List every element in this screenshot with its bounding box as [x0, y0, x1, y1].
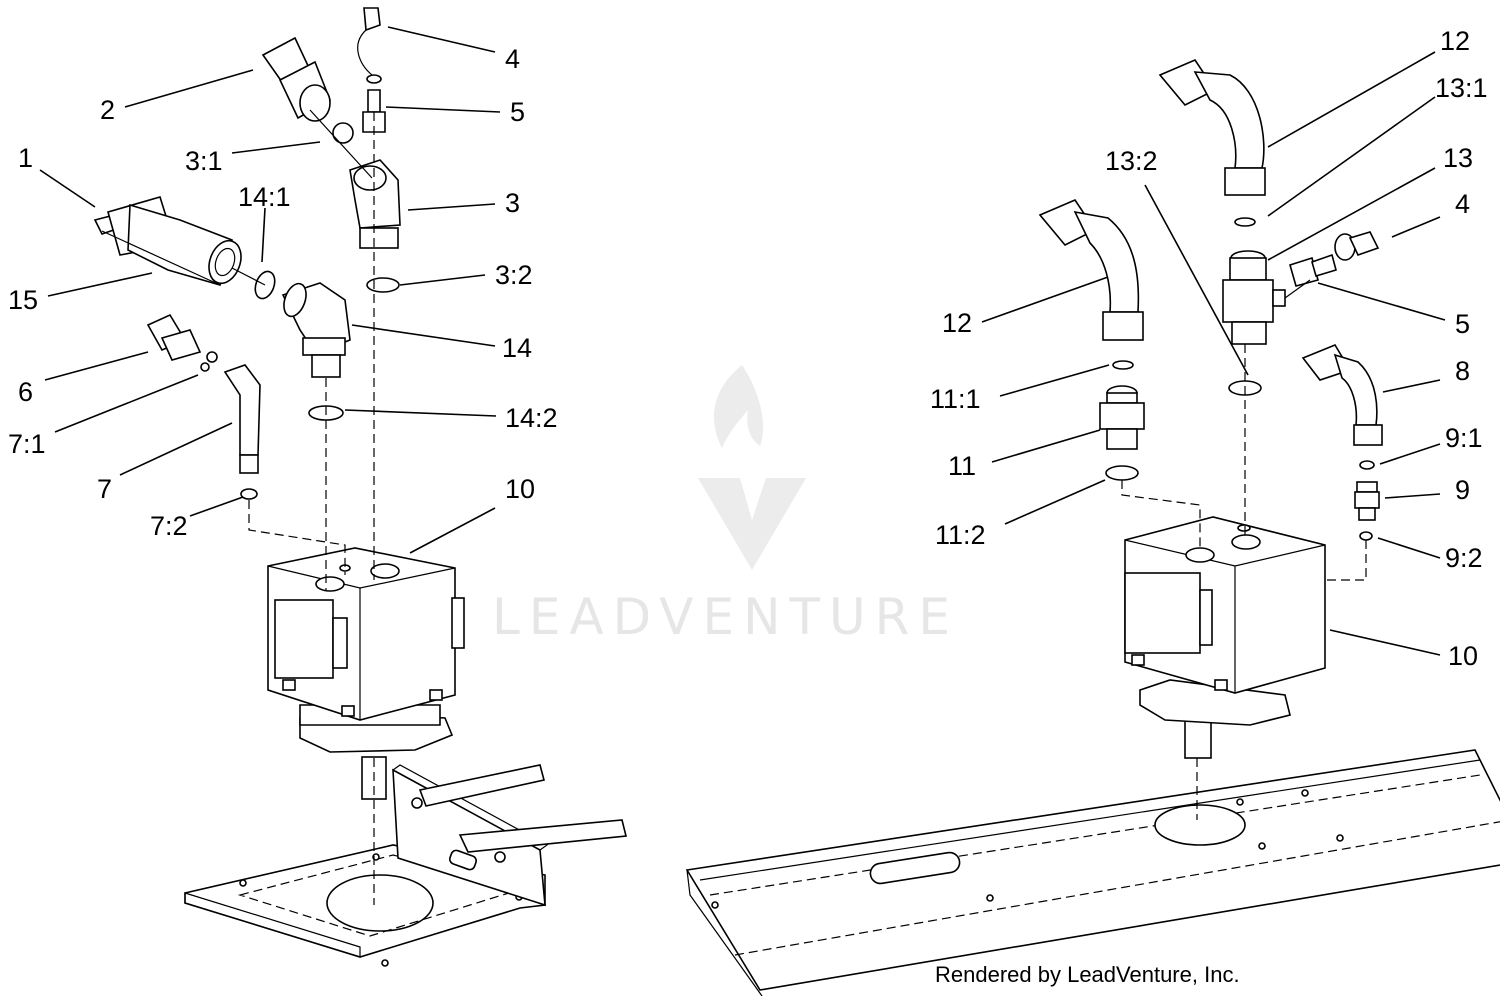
callout-3: 3 — [505, 188, 520, 218]
right-pump-shaft — [1184, 717, 1212, 759]
callout-10-left: 10 — [505, 474, 535, 504]
right-plate-slot — [869, 851, 961, 885]
callout-13-1: 13:1 — [1435, 73, 1488, 103]
watermark-logo — [698, 365, 806, 570]
left-pump — [267, 547, 465, 753]
callout-1: 1 — [18, 143, 33, 173]
left-test-port-5 — [367, 89, 381, 113]
left-assembly — [93, 7, 628, 967]
callout-14-2: 14:2 — [505, 403, 558, 433]
callout-5-left: 5 — [510, 97, 525, 127]
right-tee-13 — [1222, 250, 1286, 345]
left-switch-fitting-1-15 — [93, 196, 242, 286]
callout-6: 6 — [18, 377, 33, 407]
left-elbow-3 — [349, 159, 401, 249]
callout-11-2: 11:2 — [935, 520, 986, 550]
callout-15: 15 — [8, 285, 38, 315]
callout-13: 13 — [1443, 143, 1473, 173]
callout-9-1: 9:1 — [1445, 423, 1483, 453]
o-ring-3-2 — [366, 277, 400, 293]
o-ring-7-2 — [240, 488, 258, 500]
right-fitting-9 — [1354, 481, 1380, 521]
watermark-text: LEADVENTURE — [492, 588, 959, 646]
callout-12-left: 12 — [942, 308, 972, 338]
callout-4-left: 4 — [505, 44, 520, 74]
right-pump — [1124, 516, 1326, 726]
callout-13-2: 13:2 — [1105, 146, 1158, 176]
callout-9-2: 9:2 — [1445, 543, 1483, 573]
callout-11: 11 — [948, 451, 976, 481]
callout-4-right: 4 — [1455, 189, 1470, 219]
o-ring-3-1 — [332, 122, 354, 144]
o-ring-11-2 — [1105, 465, 1139, 481]
left-rod-upper — [418, 764, 545, 807]
credit-text: Rendered by LeadVenture, Inc. — [935, 962, 1240, 987]
right-hose-8 — [1301, 344, 1383, 446]
left-hose-fitting-2 — [261, 36, 332, 122]
callout-3-2: 3:2 — [495, 260, 533, 290]
left-hose-6-7 — [146, 313, 261, 474]
callout-7-1: 7:1 — [8, 429, 46, 459]
left-plate-hole — [326, 874, 434, 932]
o-ring-9-1 — [1359, 460, 1375, 470]
callout-10-right: 10 — [1448, 641, 1478, 671]
callout-14: 14 — [502, 333, 532, 363]
o-ring-9-2 — [1359, 531, 1373, 541]
left-elbow-14 — [281, 282, 351, 378]
callout-labels: 1 2 3:1 14:1 15 6 7:1 7 7:2 4 5 3 3:2 14… — [8, 26, 1488, 671]
o-ring-13-1 — [1234, 217, 1256, 227]
right-test-port-5 — [1289, 256, 1319, 287]
leader-lines — [39, 26, 1446, 656]
right-fitting-11 — [1099, 385, 1145, 450]
o-ring-11-1 — [1112, 360, 1134, 370]
callout-7-2: 7:2 — [150, 511, 188, 541]
callout-9: 9 — [1455, 475, 1470, 505]
callout-5-right: 5 — [1455, 309, 1470, 339]
callout-3-1: 3:1 — [185, 146, 223, 176]
callout-7: 7 — [97, 474, 112, 504]
right-mount-channel — [685, 749, 1500, 991]
callout-2: 2 — [100, 95, 115, 125]
right-plate-hole — [1154, 804, 1246, 846]
callout-12-top: 12 — [1440, 26, 1470, 56]
right-hose-12-top — [1158, 59, 1266, 196]
callout-14-1: 14:1 — [238, 182, 291, 212]
left-rod-lower — [458, 819, 628, 853]
callout-11-1: 11:1 — [930, 384, 981, 414]
right-hose-12-left — [1038, 199, 1144, 341]
callout-8: 8 — [1455, 356, 1470, 386]
left-cap-4 — [363, 7, 381, 32]
right-assembly — [685, 59, 1500, 996]
